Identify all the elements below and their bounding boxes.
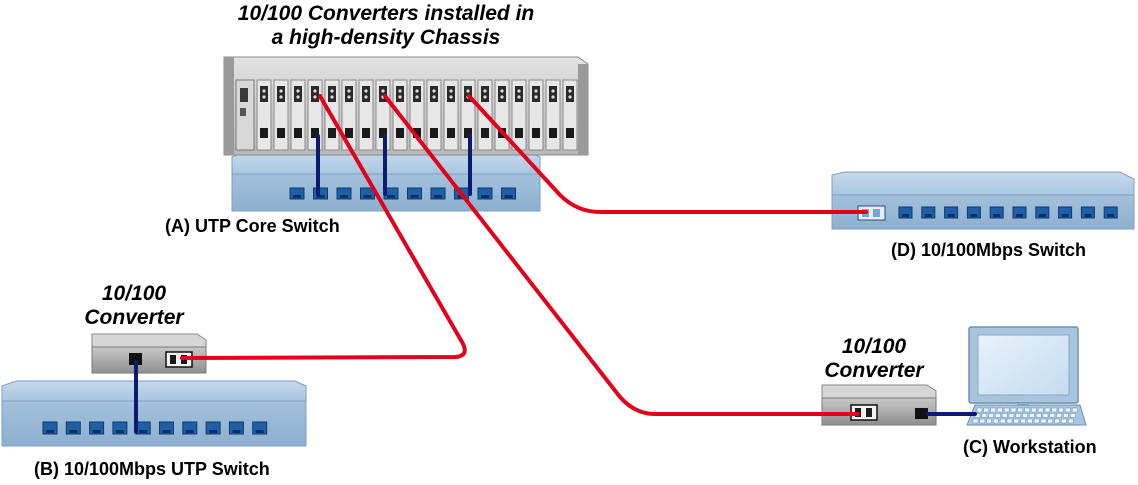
converter-label-line-2: Converter (824, 359, 924, 382)
chassis-cards (256, 79, 578, 151)
converter-label-line-1: 10/100 (841, 335, 907, 358)
utp-switch-label: (B) 10/100Mbps UTP Switch (34, 459, 270, 479)
rj45-port (944, 206, 959, 219)
rj45-port (898, 206, 913, 219)
rj45-port (921, 206, 936, 219)
fiber-cables (180, 94, 868, 416)
mbps-switch-label: (D) 10/100Mbps Switch (891, 240, 1087, 260)
rj45-port (989, 206, 1004, 219)
fiber-cable-to-converter-c (383, 94, 860, 416)
right-converter (821, 384, 937, 426)
rj45-port (1012, 206, 1027, 219)
rj45-port (1058, 206, 1073, 219)
rj45-port (966, 206, 981, 219)
rj45-port (1035, 206, 1050, 219)
rj45-port (501, 187, 516, 200)
mbps-switch-ports (898, 206, 1118, 219)
rj45-port (430, 187, 446, 200)
utp-cables (134, 134, 977, 434)
rj45-port (915, 408, 928, 419)
title-line-1: 10/100 Converters installed in (237, 2, 535, 25)
converter-chassis (223, 56, 589, 156)
diagram-title: 10/100 Converters installed in a high-de… (208, 2, 564, 50)
workstation-computer (966, 326, 1087, 426)
workstation-label: (C) Workstation (963, 437, 1097, 457)
converter-label-line-2: Converter (84, 306, 184, 329)
fiber-cable-to-converter-b (180, 94, 467, 360)
rj45-port (1103, 206, 1118, 219)
rj45-port (336, 187, 352, 200)
mbps-switch (831, 171, 1135, 230)
keyboard-keys (972, 407, 1078, 424)
utp-switch-ports (42, 421, 268, 435)
fiber-cable-to-switch-d (467, 94, 868, 214)
left-converter-label: 10/100 Converter (72, 282, 196, 330)
rj45-port (407, 187, 422, 200)
rj45-port (1080, 206, 1095, 219)
right-converter-label: 10/100 Converter (812, 335, 936, 383)
title-line-2: a high-density Chassis (271, 26, 501, 49)
utp-switch (1, 380, 307, 447)
rj45-port (129, 353, 142, 365)
converter-label-line-1: 10/100 (101, 282, 167, 305)
rj45-port (313, 187, 328, 200)
rj45-port (477, 187, 493, 200)
rj45-port (289, 187, 305, 200)
left-converter (91, 333, 207, 374)
core-switch-label: (A) UTP Core Switch (165, 216, 340, 236)
